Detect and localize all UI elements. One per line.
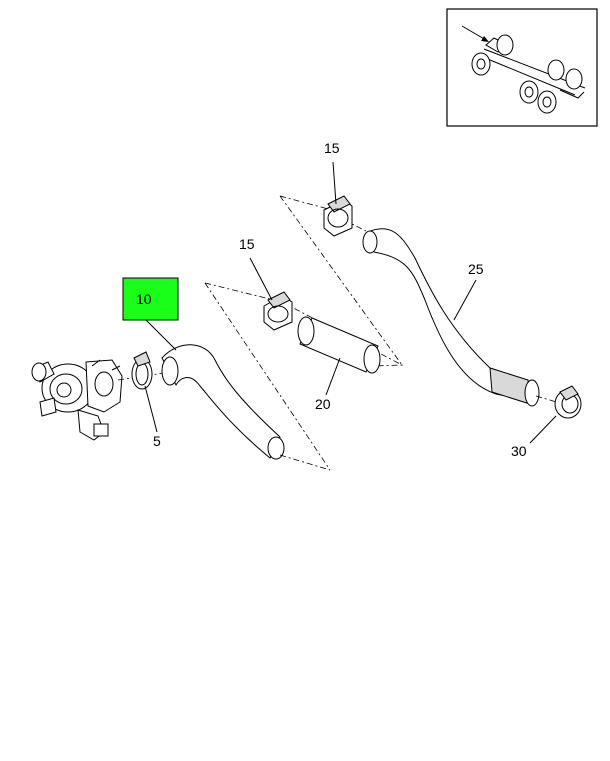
axis-line bbox=[117, 371, 171, 381]
turbocharger bbox=[31, 359, 123, 441]
clamp-upper bbox=[323, 195, 353, 237]
dash-guide-2 bbox=[204, 282, 283, 303]
leader-10 bbox=[145, 319, 177, 351]
clamp bbox=[131, 351, 153, 390]
leader-20 bbox=[325, 357, 341, 396]
callout-10-highlight bbox=[122, 277, 179, 321]
chassis-locator-inset bbox=[446, 8, 598, 127]
dash-guide-4 bbox=[279, 195, 333, 211]
clamp-lower bbox=[263, 291, 293, 331]
leader-15b bbox=[332, 161, 337, 205]
callout-20: 20 bbox=[315, 396, 331, 412]
long-hose bbox=[362, 228, 561, 407]
dash-guide bbox=[204, 282, 331, 471]
callout-25: 25 bbox=[468, 261, 484, 277]
callout-30: 30 bbox=[511, 443, 527, 459]
leader-5 bbox=[144, 385, 158, 433]
callout-10: 10 bbox=[136, 291, 152, 307]
end-clamp bbox=[554, 385, 582, 419]
dash-guide-5 bbox=[279, 195, 403, 366]
callout-15-lower: 15 bbox=[239, 236, 255, 252]
elbow-hose bbox=[161, 282, 331, 471]
callout-5: 5 bbox=[153, 433, 161, 449]
callout-15-upper: 15 bbox=[324, 140, 340, 156]
leader-15a bbox=[249, 257, 273, 301]
leader-25 bbox=[453, 279, 477, 321]
straight-hose bbox=[297, 316, 381, 374]
leader-30 bbox=[529, 415, 557, 444]
